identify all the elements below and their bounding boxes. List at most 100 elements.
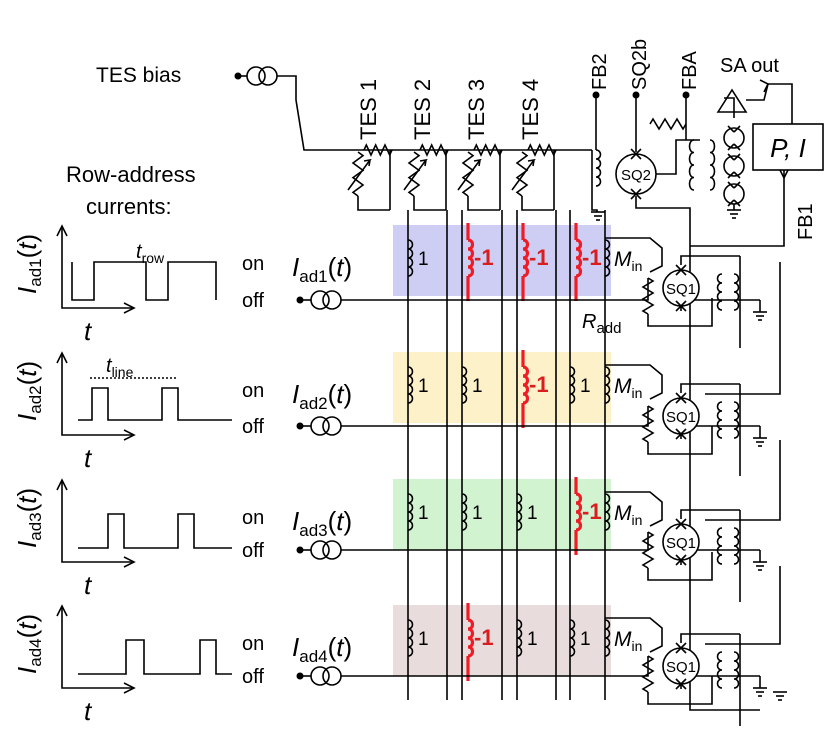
series-array-junction-sa-2: [727, 153, 741, 179]
time-axis-label-1: t: [84, 316, 93, 346]
sq1-row3-junction-bottom: [675, 554, 687, 566]
waveform-ylabel-3-part-4: ): [12, 488, 42, 497]
min-label-row3-part-0: M: [614, 502, 632, 525]
tes-resistor-3: [461, 151, 475, 197]
series-array-sa-1: [723, 127, 745, 149]
sa-amplifier: [716, 88, 748, 113]
sq1-row2-junction-top: [675, 392, 687, 404]
address-terminal-3: [296, 546, 304, 554]
coil-row3-col1: [407, 493, 414, 531]
t-line-label: tline: [106, 355, 134, 380]
sq2-squid-junction-bottom: [630, 188, 642, 200]
sq1-top-lead-2: [680, 383, 740, 393]
waveform-ylabel-3-part-1: ad3: [26, 512, 45, 540]
address-current-label-4: Iad4(t): [292, 632, 352, 666]
sq1-row4-junction-bottom: [675, 678, 687, 690]
coil-value-row1-col1: 1: [418, 249, 429, 270]
waveform-ylabel-1-part-1: ad1: [26, 258, 45, 286]
address-current-label-2-part-1: ad2: [299, 394, 327, 413]
sa-output-wire: [768, 83, 793, 124]
sq1-fb-coil-a-3: [716, 527, 723, 565]
coil-value-row3-col1: 1: [418, 503, 429, 524]
address-current-label-1-part-4: ): [344, 252, 353, 282]
address-current-label-4-part-4: ): [344, 632, 353, 662]
address-source-2-right-circle: [322, 416, 342, 436]
time-axis-label-3: t: [84, 570, 93, 600]
time-axis-label-4: t: [84, 696, 93, 726]
coil-row1-col3: [522, 238, 530, 278]
coil-value-row4-col1: 1: [418, 629, 429, 650]
address-terminal-1: [296, 296, 304, 304]
coil-row3-col4: [575, 492, 583, 532]
sq1-fb-coil-a-2: [716, 401, 723, 439]
fba-coil-b: [709, 139, 716, 191]
coil-value-row4-col2: -1: [474, 625, 494, 650]
address-current-label-2-part-2: (: [328, 379, 337, 409]
sq1-row1-label: SQ1: [666, 281, 696, 298]
coil-row1-col2: [467, 238, 475, 278]
waveform-ylabel-1-part-3: t: [12, 241, 42, 250]
tes-variable-arrow-4: [511, 158, 536, 191]
address-current-label-1: Iad1(t): [292, 252, 352, 286]
min-label-row1-part-0: M: [614, 248, 632, 271]
sq1-row3-label: SQ1: [666, 535, 696, 552]
coil-value-row2-col1: 1: [418, 376, 429, 397]
waveform-ylabel-2-part-4: ): [12, 361, 42, 370]
address-current-label-1-part-1: ad1: [299, 267, 327, 286]
off-label-2: off: [242, 416, 264, 438]
radd-resistor-row2: [641, 405, 655, 443]
radd-resistor-row3: [641, 531, 655, 569]
on-label-3: on: [242, 507, 264, 529]
tes-variable-arrow-3: [457, 158, 482, 191]
tes-resistor-1: [351, 151, 365, 197]
shunt-resistor-1: [363, 143, 393, 157]
waveform-axis-arrows-2: [56, 351, 136, 441]
coil-value-row1-col4: -1: [582, 245, 602, 270]
tes-bias-source-right-circle: [258, 66, 278, 86]
sq1-row3-junction-top: [675, 518, 687, 530]
t-line-label-part-0: t: [106, 355, 113, 377]
sa-out-label: SA out: [720, 55, 779, 77]
circuit-components: [56, 66, 824, 694]
coil-row3-col3: [516, 493, 523, 531]
min-label-row3: Min: [614, 502, 642, 528]
waveform-axis-arrows-4: [56, 604, 136, 694]
coil-value-row2-col2: 1: [472, 376, 483, 397]
row-address-label-line1: Row-address: [66, 162, 196, 187]
min-coil-row2: [604, 366, 611, 404]
address-current-label-2: Iad2(t): [292, 379, 352, 413]
tes-bias-bus: [277, 75, 592, 151]
sq1-row4-label: SQ1: [666, 659, 696, 676]
waveform-ylabel-2-part-2: (: [12, 376, 42, 385]
address-current-label-3-part-2: (: [328, 506, 337, 536]
tes-label-1: TES 1: [356, 79, 381, 140]
coil-row3-col2: [461, 493, 468, 531]
waveform-ylabel-1-part-4: ): [12, 234, 42, 243]
coil-value-row4-col4: 1: [580, 629, 591, 650]
waveform-ylabel-2-part-1: ad2: [26, 385, 45, 413]
address-current-label-1-part-0: I: [292, 252, 299, 282]
address-source-3-right-circle: [322, 540, 342, 560]
sq1-row4-junction-top: [675, 642, 687, 654]
bias-ground-lead: [591, 150, 598, 212]
address-current-label-3-part-3: t: [336, 506, 345, 536]
address-current-label-1-part-2: (: [328, 252, 337, 282]
address-current-label-2-part-3: t: [336, 379, 345, 409]
waveform-ylabel-4-part-2: (: [12, 629, 42, 638]
tes-variable-arrow-1: [347, 158, 372, 191]
waveform-ylabel-2: Iad2(t): [12, 361, 45, 421]
series-array-sa-2: [723, 155, 745, 177]
sq1-fb-coil-b-2: [733, 401, 740, 439]
waveform-ylabel-3: Iad3(t): [12, 488, 45, 548]
waveform-ylabel-3-part-3: t: [12, 495, 42, 504]
coil-value-row4-col3: 1: [527, 629, 538, 650]
sq2-squid-junction-top: [630, 148, 642, 160]
coil-row2-col2: [461, 366, 468, 404]
shunt-resistor-3: [473, 143, 503, 157]
min-loop-row4: [605, 617, 663, 653]
off-label-4: off: [242, 666, 264, 688]
t-row-label: trow: [136, 241, 165, 266]
on-label-4: on: [242, 633, 264, 655]
coil-value-row1-col3: -1: [529, 245, 549, 270]
